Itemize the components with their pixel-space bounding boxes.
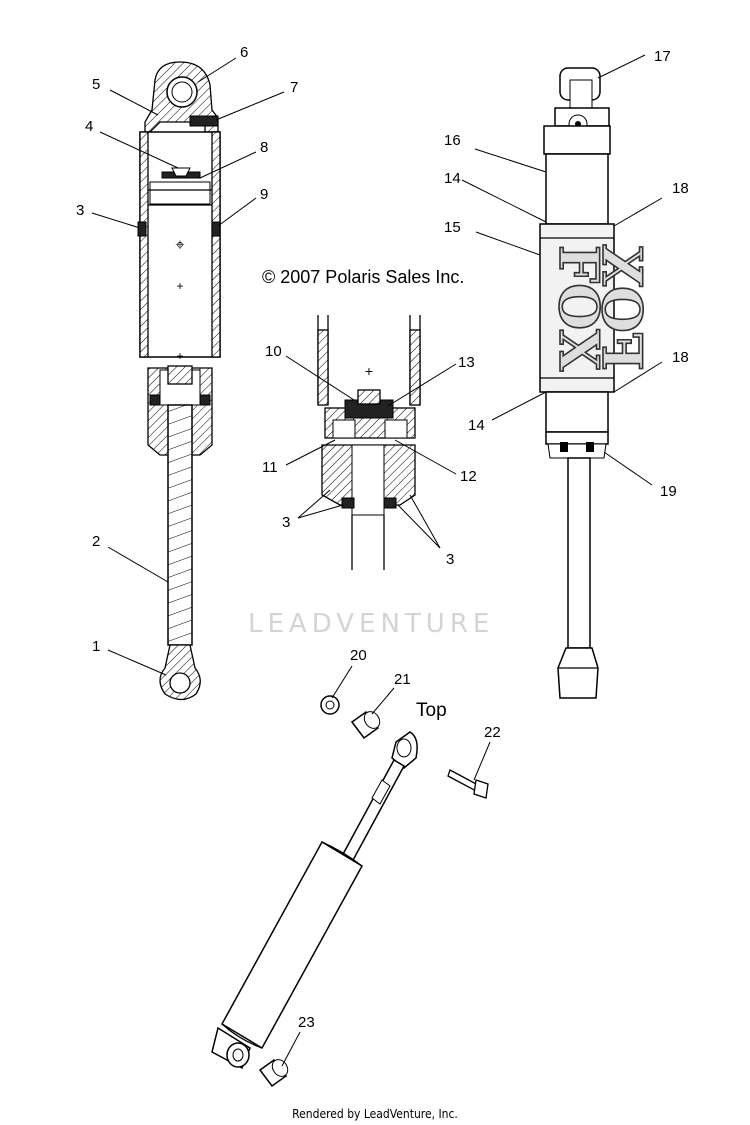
- callout-3: 3: [76, 202, 84, 219]
- detail-seal-head: +: [317, 315, 421, 570]
- svg-text:+: +: [176, 279, 183, 293]
- callout-6: 6: [240, 44, 248, 61]
- callout-4: 4: [85, 118, 93, 135]
- exterior-shock: FOX FOX: [539, 67, 655, 699]
- fox-sleeve: [539, 223, 615, 393]
- callout-11: 11: [262, 459, 278, 476]
- callout-20: 20: [350, 647, 367, 664]
- callout-12: 12: [460, 468, 477, 485]
- callout-21: 21: [394, 671, 411, 688]
- callout-19: 19: [660, 483, 677, 500]
- part-20-nut: [320, 695, 340, 715]
- callout-8: 8: [260, 139, 268, 156]
- schrader-valve: [189, 115, 219, 127]
- footer-text: Rendered by LeadVenture, Inc.: [292, 1107, 458, 1121]
- callout-10: 10: [265, 343, 282, 360]
- part-23-bushing: [258, 1058, 289, 1088]
- fox-brand-text: FOX: [547, 245, 611, 371]
- svg-text:⌖: ⌖: [175, 237, 184, 254]
- cutaway-shock: ⌖ + +: [137, 61, 221, 701]
- callout-18-lower: 18: [672, 349, 689, 366]
- callout-1: 1: [92, 638, 100, 655]
- svg-text:FOX: FOX: [590, 245, 654, 371]
- callout-13: 13: [458, 354, 475, 371]
- callout-2: 2: [92, 533, 100, 550]
- top-label: Top: [416, 700, 447, 721]
- callout-17: 17: [654, 48, 671, 65]
- callout-15: 15: [444, 219, 461, 236]
- shock-shaft: [167, 404, 193, 646]
- part-22-bolt: [447, 769, 489, 799]
- copyright-text: © 2007 Polaris Sales Inc.: [262, 267, 464, 287]
- rear-shock-assembly: [211, 695, 489, 1088]
- watermark-text: LEADVENTURE: [248, 609, 494, 639]
- callout-18: 18: [672, 180, 689, 197]
- part-21-bushing: [350, 710, 381, 740]
- callout-3-detail-right: 3: [446, 551, 454, 568]
- leader-lines: [91, 54, 663, 1067]
- callout-9: 9: [260, 186, 268, 203]
- callout-7: 7: [290, 79, 298, 96]
- callout-3-detail-left: 3: [282, 514, 290, 531]
- svg-text:+: +: [176, 349, 183, 363]
- callout-5: 5: [92, 76, 100, 93]
- callout-16: 16: [444, 132, 461, 149]
- callout-14: 14: [444, 170, 461, 187]
- callout-22: 22: [484, 724, 501, 741]
- svg-text:+: +: [365, 363, 373, 379]
- callout-14-lower: 14: [468, 417, 485, 434]
- callout-23: 23: [298, 1014, 315, 1031]
